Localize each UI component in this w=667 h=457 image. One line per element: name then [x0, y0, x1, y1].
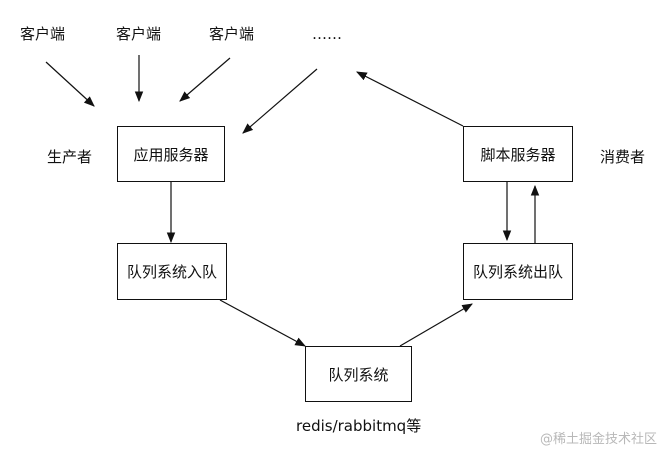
arrow-more-to-app: [242, 68, 318, 134]
script-server-label: 脚本服务器: [480, 145, 556, 164]
client-label-2: 客户端: [116, 25, 162, 43]
arrow-enqueue-to-queue: [219, 299, 306, 347]
client-label-1: 客户端: [20, 25, 66, 43]
app-server-box: 应用服务器: [117, 126, 225, 182]
queue-system-box: 队列系统: [305, 346, 412, 402]
enqueue-box: 队列系统入队: [117, 243, 227, 300]
arrow-client1-to-app: [45, 61, 95, 107]
client-label-3: 客户端: [209, 25, 255, 43]
producer-label: 生产者: [47, 148, 93, 166]
dequeue-label: 队列系统出队: [472, 263, 563, 281]
arrow-client3-to-app: [179, 57, 231, 102]
enqueue-label: 队列系统入队: [126, 263, 217, 281]
script-server-box: 脚本服务器: [463, 126, 573, 182]
consumer-label: 消费者: [600, 148, 646, 166]
watermark: @稀土掘金技术社区: [540, 432, 658, 447]
app-server-label: 应用服务器: [133, 145, 209, 164]
more-clients-ellipsis: ……: [312, 25, 342, 43]
queue-note: redis/rabbitmq等: [296, 417, 422, 435]
arrow-queue-to-dequeue: [399, 303, 473, 347]
dequeue-box: 队列系统出队: [463, 243, 573, 300]
arrow-script-to-more: [356, 71, 464, 127]
queue-system-label: 队列系统: [328, 365, 389, 384]
